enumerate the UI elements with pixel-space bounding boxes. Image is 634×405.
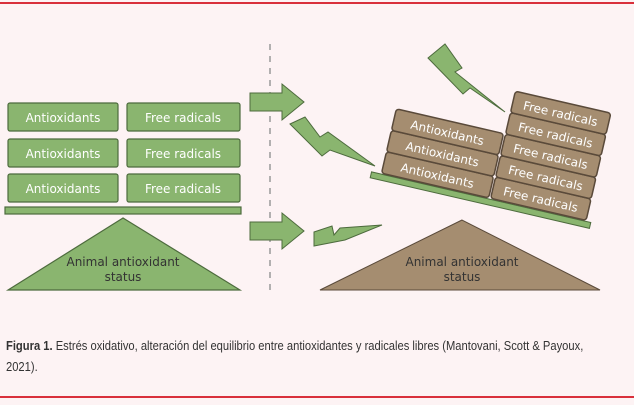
antioxidant-label: Antioxidants — [26, 147, 101, 161]
free-radical-box — [126, 102, 241, 132]
oxidative-stress-diagram: Antioxidants Free radicals Antioxidants … — [4, 43, 612, 292]
antioxidant-label: Antioxidants — [26, 111, 101, 125]
tilted-scale-beam — [369, 171, 592, 229]
antioxidant-box — [7, 102, 119, 132]
lightning-bolt-icon — [289, 116, 376, 167]
arrow-right-icon — [249, 82, 305, 122]
antioxidant-box — [391, 108, 504, 156]
status-label: Animal antioxidant — [66, 255, 179, 269]
antioxidant-box — [7, 173, 119, 203]
fulcrum-triangle — [5, 217, 243, 291]
figure-caption: Figura 1. Estrés oxidativo, alteración d… — [6, 335, 599, 377]
arrow-right-icon — [249, 211, 305, 251]
free-radical-box — [126, 173, 241, 203]
scale-beam — [4, 206, 242, 215]
caption-text: Estrés oxidativo, alteración del equilib… — [6, 338, 584, 374]
fulcrum-triangle — [319, 219, 601, 291]
free-radical-label: Free radicals — [145, 111, 221, 125]
antioxidant-label: Antioxidants — [26, 182, 101, 196]
free-radical-label: Free radicals — [145, 147, 221, 161]
bottom-rule — [0, 396, 634, 398]
balanced-scale: Antioxidants Free radicals Antioxidants … — [4, 102, 243, 291]
status-label: status — [105, 270, 142, 284]
imbalanced-scale: Animal antioxidant status Antioxidants — [319, 91, 612, 291]
free-radical-box — [126, 138, 241, 168]
caption-label: Figura 1. — [6, 338, 53, 353]
top-rule — [0, 2, 634, 4]
status-label: Animal antioxidant — [405, 255, 518, 269]
status-label: status — [444, 270, 481, 284]
antioxidant-box — [7, 138, 119, 168]
free-radical-box — [510, 91, 612, 135]
free-radical-label: Free radicals — [145, 182, 221, 196]
lightning-bolt-icon — [313, 224, 383, 247]
lightning-bolt-icon — [427, 43, 506, 113]
